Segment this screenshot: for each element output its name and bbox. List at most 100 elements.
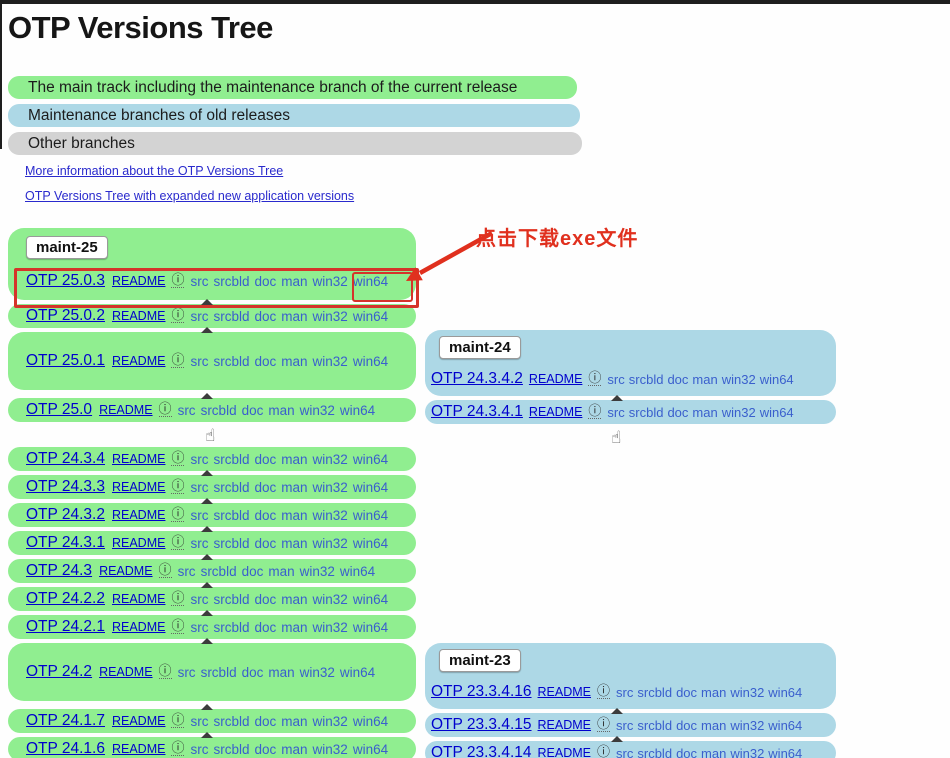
man-download-link[interactable]: man <box>281 619 308 635</box>
man-download-link[interactable]: man <box>701 745 727 758</box>
doc-download-link[interactable]: doc <box>254 535 277 551</box>
srcbld-download-link[interactable]: srcbld <box>213 507 250 523</box>
version-link[interactable]: OTP 24.3.2 <box>26 506 105 523</box>
srcbld-download-link[interactable]: srcbld <box>213 619 250 635</box>
src-download-link[interactable]: src <box>190 619 209 635</box>
srcbld-download-link[interactable]: srcbld <box>213 713 250 729</box>
man-download-link[interactable]: man <box>692 371 718 387</box>
man-download-link[interactable]: man <box>701 717 727 733</box>
doc-download-link[interactable]: doc <box>667 404 689 420</box>
version-link[interactable]: OTP 24.3.4 <box>26 450 105 467</box>
version-link[interactable]: OTP 25.0.2 <box>26 307 105 324</box>
src-download-link[interactable]: src <box>177 563 196 579</box>
src-download-link[interactable]: src <box>616 717 634 733</box>
info-icon[interactable]: ⓘ <box>171 479 185 494</box>
version-link[interactable]: OTP 25.0.1 <box>26 352 105 369</box>
doc-download-link[interactable]: doc <box>241 402 264 418</box>
srcbld-download-link[interactable]: srcbld <box>213 591 250 607</box>
src-download-link[interactable]: src <box>190 273 209 289</box>
info-icon[interactable]: ⓘ <box>171 451 185 466</box>
win64-download-link[interactable]: win64 <box>352 308 389 324</box>
readme-link[interactable]: README <box>537 718 592 732</box>
version-link[interactable]: OTP 24.3.4.1 <box>431 403 523 420</box>
win32-download-link[interactable]: win32 <box>299 402 335 418</box>
src-download-link[interactable]: src <box>616 745 634 758</box>
readme-link[interactable]: README <box>111 452 166 466</box>
info-icon[interactable]: ⓘ <box>171 535 185 550</box>
win32-download-link[interactable]: win32 <box>299 563 335 579</box>
info-icon[interactable]: ⓘ <box>171 353 185 368</box>
doc-download-link[interactable]: doc <box>254 451 277 467</box>
src-download-link[interactable]: src <box>177 402 196 418</box>
version-link[interactable]: OTP 23.3.4.15 <box>431 716 532 733</box>
version-link[interactable]: OTP 24.3 <box>26 562 93 579</box>
version-link[interactable]: OTP 24.3.1 <box>26 534 105 551</box>
src-download-link[interactable]: src <box>190 591 209 607</box>
win64-download-link[interactable]: win64 <box>759 404 794 420</box>
man-download-link[interactable]: man <box>281 308 308 324</box>
srcbld-download-link[interactable]: srcbld <box>213 451 250 467</box>
readme-link[interactable]: README <box>528 405 583 419</box>
doc-download-link[interactable]: doc <box>254 479 277 495</box>
win32-download-link[interactable]: win32 <box>312 713 348 729</box>
man-download-link[interactable]: man <box>268 563 295 579</box>
version-link[interactable]: OTP 25.0.3 <box>26 272 105 289</box>
readme-link[interactable]: README <box>111 508 166 522</box>
win32-download-link[interactable]: win32 <box>312 353 348 369</box>
man-download-link[interactable]: man <box>281 353 308 369</box>
readme-link[interactable]: README <box>99 665 153 679</box>
version-link[interactable]: OTP 25.0 <box>26 401 93 418</box>
src-download-link[interactable]: src <box>190 507 209 523</box>
srcbld-download-link[interactable]: srcbld <box>628 371 664 387</box>
doc-download-link[interactable]: doc <box>254 308 277 324</box>
win32-download-link[interactable]: win32 <box>730 684 765 700</box>
man-download-link[interactable]: man <box>268 664 295 680</box>
version-link[interactable]: OTP 24.2.1 <box>26 618 105 635</box>
srcbld-download-link[interactable]: srcbld <box>637 717 673 733</box>
win64-download-link[interactable]: win64 <box>352 741 389 757</box>
man-download-link[interactable]: man <box>281 591 308 607</box>
win64-download-link[interactable]: win64 <box>352 479 389 495</box>
info-icon[interactable]: ⓘ <box>158 402 172 417</box>
srcbld-download-link[interactable]: srcbld <box>213 273 250 289</box>
info-icon[interactable]: ⓘ <box>171 273 185 288</box>
readme-link[interactable]: README <box>111 480 166 494</box>
doc-download-link[interactable]: doc <box>676 717 698 733</box>
info-icon[interactable]: ⓘ <box>597 684 611 699</box>
srcbld-download-link[interactable]: srcbld <box>213 479 250 495</box>
readme-link[interactable]: README <box>111 536 166 550</box>
srcbld-download-link[interactable]: srcbld <box>628 404 664 420</box>
man-download-link[interactable]: man <box>281 507 308 523</box>
win64-download-link[interactable]: win64 <box>339 402 376 418</box>
doc-download-link[interactable]: doc <box>254 353 277 369</box>
win32-download-link[interactable]: win32 <box>312 308 348 324</box>
src-download-link[interactable]: src <box>190 308 209 324</box>
doc-download-link[interactable]: doc <box>667 371 689 387</box>
readme-link[interactable]: README <box>111 309 166 323</box>
doc-download-link[interactable]: doc <box>254 619 277 635</box>
win64-download-link[interactable]: win64 <box>352 619 389 635</box>
info-icon[interactable]: ⓘ <box>597 717 611 732</box>
man-download-link[interactable]: man <box>268 402 295 418</box>
readme-link[interactable]: README <box>99 403 153 417</box>
win32-download-link[interactable]: win32 <box>312 535 348 551</box>
win32-download-link[interactable]: win32 <box>730 745 765 758</box>
readme-link[interactable]: README <box>537 746 592 758</box>
srcbld-download-link[interactable]: srcbld <box>637 745 673 758</box>
doc-download-link[interactable]: doc <box>254 591 277 607</box>
win32-download-link[interactable]: win32 <box>721 404 756 420</box>
info-icon[interactable]: ⓘ <box>171 507 185 522</box>
src-download-link[interactable]: src <box>190 353 209 369</box>
readme-link[interactable]: README <box>111 274 166 288</box>
readme-link[interactable]: README <box>111 742 166 756</box>
src-download-link[interactable]: src <box>607 371 625 387</box>
version-link[interactable]: OTP 24.1.6 <box>26 740 105 757</box>
srcbld-download-link[interactable]: srcbld <box>213 535 250 551</box>
man-download-link[interactable]: man <box>701 684 727 700</box>
version-link[interactable]: OTP 23.3.4.14 <box>431 744 532 758</box>
readme-link[interactable]: README <box>528 372 583 386</box>
src-download-link[interactable]: src <box>190 713 209 729</box>
win32-download-link[interactable]: win32 <box>312 619 348 635</box>
man-download-link[interactable]: man <box>281 479 308 495</box>
readme-link[interactable]: README <box>99 564 153 578</box>
